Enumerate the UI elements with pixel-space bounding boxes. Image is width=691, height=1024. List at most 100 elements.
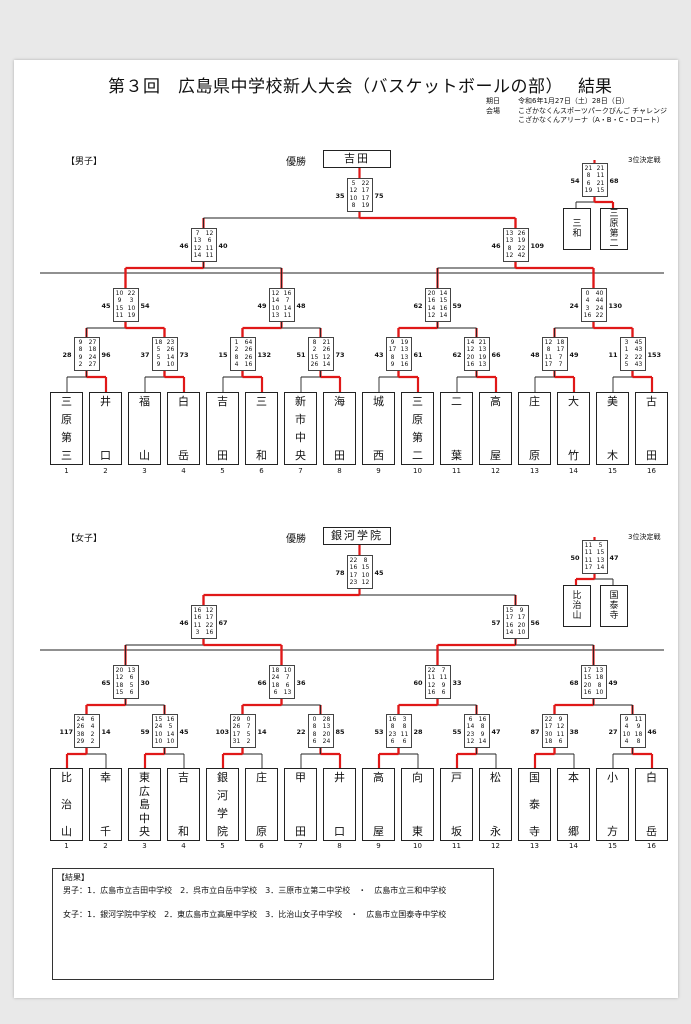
quarter-score: 17 bbox=[556, 346, 565, 354]
quarter-score: 4 bbox=[90, 723, 95, 731]
quarter-score: 10 bbox=[349, 194, 358, 202]
quarter-score: 10 bbox=[622, 730, 631, 738]
team-char: 三 bbox=[61, 449, 72, 462]
quarter-score: 6 bbox=[558, 738, 563, 746]
quarter-score: 6 bbox=[207, 237, 212, 245]
quarter-score: 3 bbox=[129, 297, 134, 305]
boys-champion-label: 優勝 bbox=[286, 157, 306, 168]
team-char: 三 bbox=[61, 395, 72, 408]
boys-match-r1-2-left-total: 37 bbox=[140, 351, 150, 359]
quarter-score: 6 bbox=[90, 716, 95, 723]
boys-team-16: 古田 bbox=[635, 392, 668, 465]
quarter-score: 19 bbox=[361, 202, 370, 210]
quarter-score: 6 bbox=[441, 689, 446, 697]
girls-champion-label: 優勝 bbox=[286, 534, 306, 545]
girls-team-5: 銀河学院 bbox=[206, 768, 239, 841]
girls-team-16: 白岳 bbox=[635, 768, 668, 841]
quarter-score: 15 bbox=[439, 297, 448, 305]
quarter-score: 16 bbox=[193, 607, 202, 614]
team-char: 田 bbox=[646, 449, 657, 462]
quarter-score: 9 bbox=[624, 716, 629, 723]
girls-seed-number: 6 bbox=[259, 842, 264, 850]
quarter-score: 22 bbox=[361, 180, 370, 187]
team-char: 三 bbox=[609, 209, 619, 219]
girls-seed-number: 13 bbox=[530, 842, 539, 850]
boys-match-r1-4-right-total: 73 bbox=[335, 351, 345, 359]
quarter-score: 21 bbox=[322, 339, 331, 346]
quarter-score: 10 bbox=[154, 738, 163, 746]
quarter-score: 26 bbox=[517, 230, 526, 237]
quarter-score: 8 bbox=[312, 339, 317, 346]
girls-match-r1-1-left-total: 117 bbox=[59, 728, 74, 736]
team-char: 井 bbox=[334, 771, 345, 784]
quarter-score: 8 bbox=[351, 202, 356, 210]
boys-seed-number: 1 bbox=[64, 467, 69, 475]
boys-match-r1-2-right-total: 73 bbox=[179, 351, 189, 359]
quarter-score: 11 bbox=[427, 674, 436, 682]
quarter-score: 19 bbox=[584, 187, 593, 195]
quarter-score: 2 bbox=[90, 738, 95, 746]
quarter-score: 14 bbox=[427, 304, 436, 312]
team-char: 二 bbox=[412, 449, 423, 462]
team-char: 郷 bbox=[568, 825, 579, 838]
team-char: 城 bbox=[373, 395, 384, 408]
team-char: 三 bbox=[412, 395, 423, 408]
quarter-score: 9 bbox=[78, 353, 83, 361]
team-char: 広 bbox=[139, 784, 150, 798]
boys-team-2: 井口 bbox=[89, 392, 122, 465]
boys-section-label: 【男子】 bbox=[66, 157, 103, 167]
team-char: 白 bbox=[646, 771, 657, 784]
team-char: 口 bbox=[334, 825, 345, 838]
quarter-score: 22 bbox=[205, 621, 214, 629]
quarter-score: 2 bbox=[246, 738, 251, 746]
quarter-score: 18 bbox=[88, 346, 97, 354]
quarter-score: 13 bbox=[271, 312, 280, 320]
quarter-score: 23 bbox=[388, 730, 397, 738]
girls-team-3: 東広島中央 bbox=[128, 768, 161, 841]
quarter-score: 6 bbox=[402, 738, 407, 746]
boys-team-7: 新市中央 bbox=[284, 392, 317, 465]
team-char: 白 bbox=[178, 395, 189, 408]
team-char: 吉 bbox=[217, 395, 228, 408]
quarter-score: 8 bbox=[586, 172, 591, 180]
boys-match-third-left-total: 54 bbox=[570, 177, 580, 185]
team-char: 二 bbox=[609, 239, 619, 249]
quarter-score: 12 bbox=[115, 674, 124, 682]
boys-team-14: 大竹 bbox=[557, 392, 590, 465]
boys-match-r1-1-left-total: 28 bbox=[62, 351, 72, 359]
boys-match-r1-8-left-total: 11 bbox=[608, 351, 618, 359]
quarter-score: 12 bbox=[193, 244, 202, 252]
boys-match-r1-1-right-total: 96 bbox=[101, 351, 111, 359]
quarter-score: 21 bbox=[596, 179, 605, 187]
quarter-score: 3 bbox=[624, 339, 629, 346]
girls-match-r1-7-left-total: 87 bbox=[530, 728, 540, 736]
girls-match-r1-2-left-total: 59 bbox=[140, 728, 150, 736]
quarter-score: 7 bbox=[285, 297, 290, 305]
quarter-score: 18 bbox=[556, 339, 565, 346]
quarter-score: 26 bbox=[76, 723, 85, 731]
boys-match-r1-7-right-total: 49 bbox=[569, 351, 579, 359]
team-char: 二 bbox=[451, 395, 462, 408]
quarter-score: 64 bbox=[244, 339, 253, 346]
quarter-score: 8 bbox=[597, 681, 602, 689]
quarter-score: 5 bbox=[624, 361, 629, 369]
team-char: 東 bbox=[139, 771, 150, 784]
boys-match-r1-5-left-total: 43 bbox=[374, 351, 384, 359]
quarter-score: 9 bbox=[117, 297, 122, 305]
quarter-score: 6 bbox=[586, 179, 591, 187]
boys-seed-number: 15 bbox=[608, 467, 617, 475]
quarter-score: 21 bbox=[584, 165, 593, 172]
boys-team-12: 高屋 bbox=[479, 392, 512, 465]
quarter-score: 4 bbox=[624, 723, 629, 731]
team-char: 幸 bbox=[100, 771, 111, 784]
quarter-score: 43 bbox=[634, 361, 643, 369]
